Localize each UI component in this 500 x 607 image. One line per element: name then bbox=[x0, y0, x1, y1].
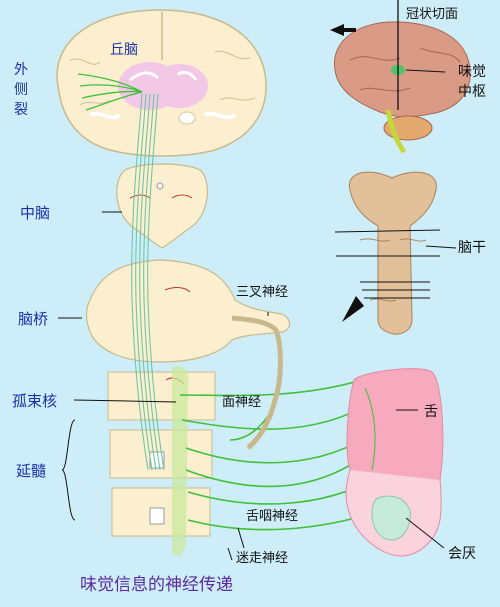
label-brainstem: 脑干 bbox=[458, 240, 486, 256]
label-facial-nerve: 面神经 bbox=[222, 395, 261, 410]
diagram-title: 味觉信息的神经传递 bbox=[80, 575, 233, 595]
ascending-tract bbox=[131, 93, 165, 471]
tongue-illustration bbox=[345, 368, 444, 557]
pons-section bbox=[85, 259, 291, 363]
label-medulla: 延髓 bbox=[16, 462, 46, 480]
label-pons: 脑桥 bbox=[18, 310, 48, 328]
trigeminal-nerve-trunk bbox=[231, 315, 283, 450]
label-nucleus-solitarius: 孤束核 bbox=[12, 392, 57, 410]
label-vagus-nerve: 迷走神经 bbox=[236, 551, 288, 566]
brainstem-illustration bbox=[334, 171, 441, 335]
lateral-brain bbox=[330, 0, 471, 154]
coronal-brain-section bbox=[56, 9, 267, 157]
label-gustatory-center-2: 中枢 bbox=[458, 84, 486, 100]
label-midbrain: 中脑 bbox=[20, 204, 50, 222]
label-trigeminal-nerve: 三叉神经 bbox=[236, 285, 288, 300]
label-lateral-sulcus-1: 外 bbox=[14, 62, 28, 78]
thalamocortical-fibers bbox=[77, 73, 143, 111]
solitary-nucleus-column bbox=[172, 366, 189, 556]
label-lateral-sulcus-3: 裂 bbox=[14, 102, 28, 118]
label-gustatory-center-1: 味觉 bbox=[458, 64, 486, 80]
label-coronal-section: 冠状切面 bbox=[406, 7, 458, 22]
midbrain-section bbox=[116, 163, 208, 249]
label-thalamus: 丘脑 bbox=[110, 42, 138, 58]
label-lateral-sulcus-2: 侧 bbox=[14, 82, 28, 98]
label-pointers bbox=[58, 69, 457, 561]
label-tongue: 舌 bbox=[424, 404, 438, 420]
label-epiglottis: 会厌 bbox=[448, 546, 476, 562]
label-glossopharyngeal-nerve: 舌咽神经 bbox=[246, 509, 298, 524]
